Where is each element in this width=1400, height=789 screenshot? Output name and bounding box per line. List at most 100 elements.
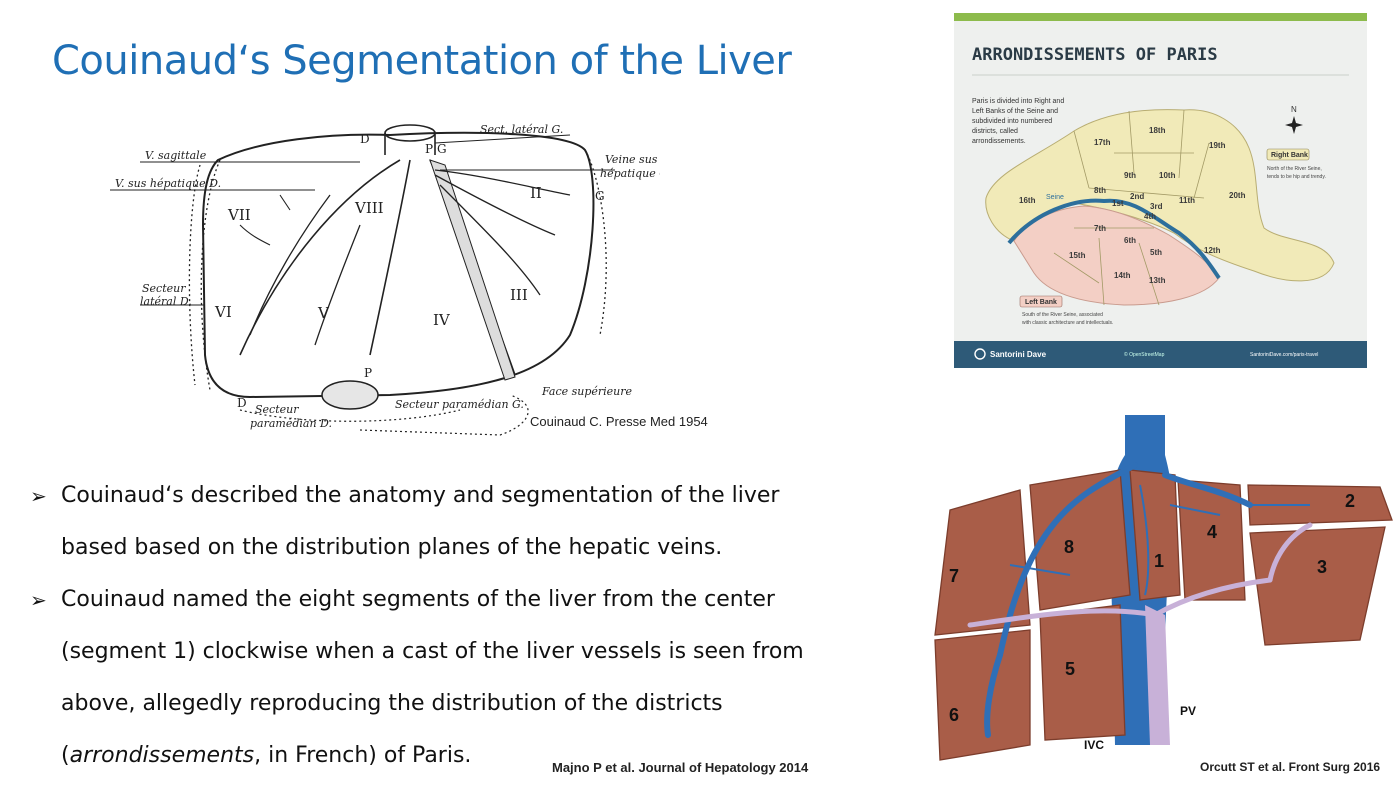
portal-vein (1145, 605, 1170, 745)
map-footer (954, 341, 1367, 368)
pv-label: PV (1180, 704, 1196, 718)
bullet-line: Couinaud named the eight segments of the… (61, 587, 775, 612)
district-label: 11th (1179, 196, 1195, 205)
label-d-top: D (360, 132, 370, 146)
bullet-list: ➢ Couinaud‘s described the anatomy and s… (30, 470, 890, 782)
liver-block (934, 629, 1031, 761)
district-label: 3rd (1150, 202, 1163, 211)
label-hepatique-g: hépatique G. (600, 167, 660, 180)
segment-2-label: 2 (1345, 491, 1355, 511)
liver-block (1247, 484, 1393, 526)
paris-map: ARRONDISSEMENTS OF PARIS Paris is divide… (954, 13, 1367, 368)
label-g-right: G (595, 189, 605, 203)
district-label: 13th (1149, 276, 1166, 285)
segment-4-label: 4 (1207, 522, 1217, 542)
bullet-item: ➢ Couinaud‘s described the anatomy and s… (30, 470, 890, 574)
compass-label: N (1291, 105, 1297, 114)
bullet-suffix: , in French) of Paris. (254, 743, 472, 768)
label-segment-iv: IV (433, 311, 451, 329)
district-label: 14th (1114, 271, 1131, 280)
italic-term: arrondissements (69, 743, 255, 768)
district-label: 20th (1229, 191, 1246, 200)
ivc-label: IVC (1084, 738, 1104, 752)
label-segment-v: V (317, 304, 330, 322)
map-intro-line: Left Banks of the Seine and (972, 108, 1058, 115)
district-label: 1st (1112, 199, 1124, 208)
district-label: 17th (1094, 138, 1111, 147)
label-face-superieure: Face supérieure (541, 385, 633, 398)
district-label: 7th (1094, 224, 1106, 233)
citation-majno: Majno P et al. Journal of Hepatology 201… (552, 760, 809, 775)
segment-3-label: 3 (1317, 557, 1327, 577)
citation-orcutt: Orcutt ST et al. Front Surg 2016 (1200, 760, 1381, 774)
liver-illustration: 2 3 4 1 8 7 5 6 PV IVC (934, 415, 1393, 761)
liver-block (934, 489, 1031, 636)
label-g-top: G (437, 142, 447, 156)
district-label: 2nd (1130, 192, 1144, 201)
right-bank-desc: tends to be hip and trendy. (1267, 174, 1326, 180)
arrow-bullet-icon: ➢ (30, 484, 47, 508)
district-label: 10th (1159, 171, 1176, 180)
segment-6-label: 6 (949, 705, 959, 725)
label-sect-lateral-g: Sect. latéral G. (480, 123, 563, 136)
label-segment-ii: II (530, 184, 542, 202)
map-accent-bar (954, 13, 1367, 21)
district-label: 5th (1150, 248, 1162, 257)
bullet-line: based based on the distribution planes o… (61, 535, 723, 560)
dotted-outline (188, 159, 221, 391)
label-veine-sus: Veine sus (605, 153, 658, 166)
label-segment-vii: VII (227, 206, 251, 224)
segment-1-label: 1 (1154, 551, 1164, 571)
label-secteur-bottom: Secteur (255, 403, 299, 416)
seine-label: Seine (1046, 194, 1064, 201)
liver-block (1249, 526, 1386, 646)
segment-8-label: 8 (1064, 537, 1074, 557)
label-v-sagittale: V. sagittale (145, 149, 207, 162)
label-segment-viii: VIII (354, 199, 384, 217)
liver-block (1029, 469, 1131, 611)
district-label: 18th (1149, 126, 1166, 135)
label-secteur-paramedian-g: Secteur paramédian G. (395, 398, 524, 411)
label-p-top: P (425, 142, 433, 156)
map-intro-line: districts, called (972, 128, 1018, 135)
label-d-bottom: D (237, 396, 247, 410)
bullet-line: above, allegedly reproducing the distrib… (61, 691, 723, 716)
map-intro-line: subdivided into numbered (972, 118, 1052, 125)
bullet-line: (segment 1) clockwise when a cast of the… (61, 639, 804, 664)
label-p-bottom: P (364, 366, 372, 380)
gallbladder-bulge (321, 380, 379, 410)
map-footer-credit: © OpenStreetMap (1124, 351, 1165, 358)
compass-icon (1285, 116, 1303, 134)
liver-outline (201, 131, 595, 399)
seine-river (1007, 198, 1221, 280)
district-label: 12th (1204, 246, 1221, 255)
bullet-item: ➢ Couinaud named the eight segments of t… (30, 574, 890, 782)
district-label: 15th (1069, 251, 1086, 260)
district-label: 16th (1019, 196, 1036, 205)
label-paramedian-d: paramédian D. (250, 417, 332, 430)
label-segment-vi: VI (214, 303, 232, 321)
map-footer-brand: Santorini Dave (990, 350, 1047, 359)
map-title: ARRONDISSEMENTS OF PARIS (972, 45, 1218, 65)
label-secteur: Secteur (142, 282, 186, 295)
arrow-bullet-icon: ➢ (30, 588, 47, 612)
label-segment-iii: III (510, 286, 528, 304)
map-intro-line: arrondissements. (972, 138, 1026, 145)
left-bank-desc: with classic architecture and intellectu… (1022, 320, 1113, 326)
slide-title: Couinaud‘s Segmentation of the Liver (52, 38, 792, 84)
liver-block (1039, 604, 1126, 741)
left-bank-label: Left Bank (1025, 299, 1057, 306)
citation-couinaud: Couinaud C. Presse Med 1954 (530, 414, 708, 429)
label-lateral-d: latéral D. (140, 295, 192, 308)
hepatic-vein-middle (369, 159, 411, 356)
bullet-line-last: (arrondissements, in French) of Paris. (61, 743, 472, 768)
right-bank-desc: North of the River Seine, (1267, 166, 1322, 172)
district-label: 6th (1124, 236, 1136, 245)
map-intro-line: Paris is divided into Right and (972, 98, 1064, 105)
santorini-logo-icon (974, 348, 986, 360)
district-label: 9th (1124, 171, 1136, 180)
district-label: 8th (1094, 186, 1106, 195)
right-bank-label: Right Bank (1271, 152, 1308, 159)
bullet-line: Couinaud‘s described the anatomy and seg… (61, 483, 780, 508)
segment-5-label: 5 (1065, 659, 1075, 679)
